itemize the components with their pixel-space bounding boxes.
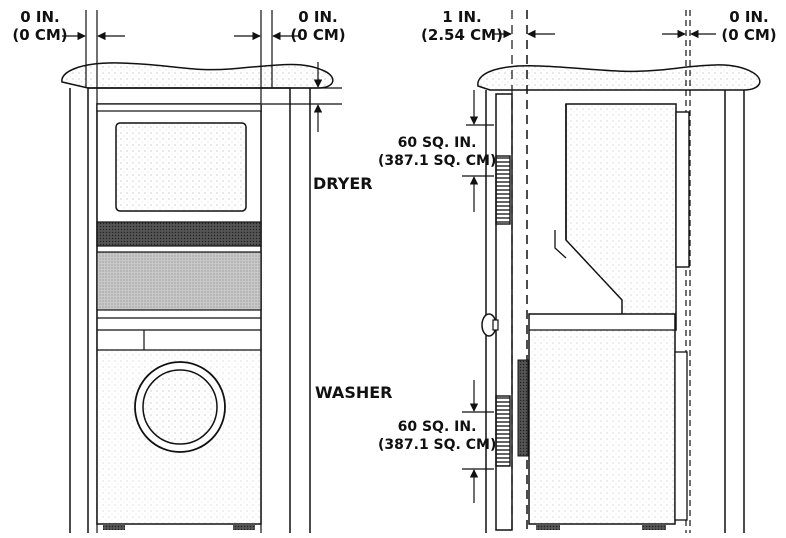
- upper-vent-louver: [495, 155, 511, 225]
- upper-vent-metric: (387.1 SQ. CM): [378, 153, 497, 169]
- side-front-clearance-value: 0 IN.: [729, 8, 769, 26]
- side-foot-rear: [642, 524, 666, 530]
- side-front-clearance-label: 0 IN. (0 CM): [714, 8, 784, 44]
- dryer-control-panel: [96, 221, 262, 247]
- dryer-door: [115, 122, 247, 212]
- front-view: [61, 10, 342, 533]
- side-front-clearance-metric: (0 CM): [721, 26, 777, 44]
- side-rear-clearance-metric: (2.54 CM): [421, 26, 503, 44]
- washer-door-profile: [517, 359, 529, 457]
- dryer-rear-duct: [675, 111, 690, 268]
- front-left-clearance-metric: (0 CM): [12, 26, 68, 44]
- lower-vent-label: 60 SQ. IN. (387.1 SQ. CM): [378, 418, 496, 454]
- side-rear-clearance-value: 1 IN.: [442, 8, 482, 26]
- washer-control-panel: [96, 251, 262, 311]
- front-left-clearance-label: 0 IN. (0 CM): [8, 8, 72, 44]
- front-wall-top: [61, 62, 334, 89]
- lower-vent-louver: [495, 395, 511, 467]
- front-foot-right: [233, 524, 255, 530]
- side-view: [462, 10, 761, 533]
- front-right-clearance-metric: (0 CM): [290, 26, 346, 44]
- front-left-clearance-value: 0 IN.: [20, 8, 60, 26]
- washer-label: WASHER: [315, 383, 393, 402]
- front-right-clearance-value: 0 IN.: [298, 8, 338, 26]
- side-foot-front: [536, 524, 560, 530]
- side-rear-clearance-label: 1 IN. (2.54 CM): [414, 8, 510, 44]
- dryer-label: DRYER: [313, 174, 373, 193]
- upper-vent-label: 60 SQ. IN. (387.1 SQ. CM): [378, 134, 496, 170]
- front-right-clearance-label: 0 IN. (0 CM): [282, 8, 354, 44]
- side-wall-top: [477, 64, 761, 91]
- lower-vent-metric: (387.1 SQ. CM): [378, 437, 497, 453]
- upper-vent-area: 60 SQ. IN.: [397, 135, 477, 151]
- front-foot-left: [103, 524, 125, 530]
- lower-vent-area: 60 SQ. IN.: [397, 419, 477, 435]
